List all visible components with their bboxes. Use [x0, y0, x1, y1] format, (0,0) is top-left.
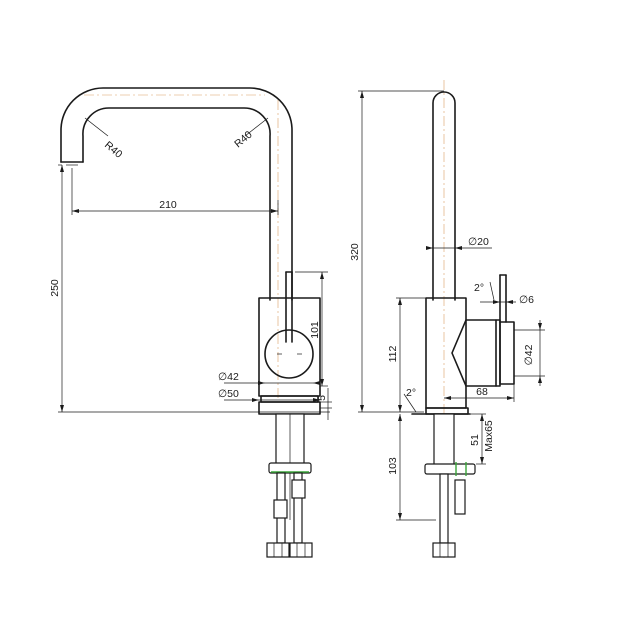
arrow — [398, 513, 402, 520]
side-base-plate — [425, 407, 469, 415]
side-hose-back — [454, 479, 466, 515]
arrow — [480, 457, 484, 464]
arrow — [507, 396, 514, 400]
arrow — [538, 376, 542, 383]
arrow — [493, 300, 500, 304]
handle-height-label: 101 — [309, 321, 321, 339]
side-lever-block — [451, 319, 501, 387]
deck-thickness-label: 51 — [469, 434, 481, 446]
arrow — [313, 398, 320, 402]
reach-label: 210 — [159, 199, 177, 211]
body — [258, 297, 321, 397]
arrow — [320, 379, 324, 386]
body-diameter-label: ∅42 — [523, 344, 535, 365]
arrow — [60, 405, 64, 412]
arrow — [426, 246, 433, 250]
spout-outer — [60, 87, 293, 301]
arrow — [398, 414, 402, 421]
arrow — [258, 381, 265, 385]
side-spout — [432, 91, 456, 301]
arrow — [271, 209, 278, 213]
spout-diameter-label: ∅20 — [468, 236, 489, 248]
hose-nut-left — [266, 542, 290, 558]
overall-height-label: 250 — [49, 279, 61, 297]
hose-crimp-right — [291, 479, 306, 499]
radius-right-label: R40 — [232, 129, 255, 151]
arrow — [360, 91, 364, 98]
arrow — [252, 398, 259, 402]
lever-diameter-label: ∅42 — [218, 371, 239, 383]
hose-nut-right — [289, 542, 313, 558]
side-view: ∅20 2° ∅6 ∅42 68 2° — [349, 80, 545, 560]
hose-crimp-left — [273, 499, 288, 519]
front-view: R40 R40 210 101 ∅42 — [49, 87, 332, 558]
arrow — [506, 300, 513, 304]
angle-mark — [403, 393, 417, 413]
arrow — [455, 246, 462, 250]
arrow — [320, 272, 324, 279]
base-flange — [260, 395, 319, 403]
base-angle-label: 2° — [406, 387, 416, 399]
lever-cartridge — [264, 329, 314, 379]
total-height-label: 320 — [349, 243, 361, 261]
side-shank — [433, 413, 455, 467]
radius-leader-right — [244, 117, 269, 137]
lever-angle-label: 2° — [474, 282, 484, 294]
lever-diameter-label: ∅6 — [519, 294, 534, 306]
arrow — [313, 381, 320, 385]
arrow — [360, 405, 364, 412]
radius-left-label: R40 — [102, 139, 125, 161]
side-hose-nut — [432, 542, 456, 558]
base-thickness-label: 5 — [316, 395, 328, 401]
side-body — [425, 297, 467, 409]
arrow — [398, 405, 402, 412]
shank-length-label: 103 — [387, 457, 399, 475]
mounting-nut — [268, 462, 312, 474]
side-hose — [439, 473, 449, 544]
angle-mark — [489, 281, 495, 301]
arrow — [72, 209, 79, 213]
depth-label: 68 — [476, 386, 488, 398]
lever-cap-face — [499, 321, 515, 385]
radius-leader-left — [84, 117, 109, 137]
side-mounting-nut — [424, 463, 476, 475]
arrow — [480, 414, 484, 421]
arrow — [444, 396, 451, 400]
arrow — [538, 323, 542, 330]
arrow — [398, 298, 402, 305]
deck-max-label: Max65 — [483, 420, 495, 452]
arrow — [60, 165, 64, 172]
spout-inner — [82, 107, 271, 301]
body-height-label: 112 — [387, 345, 399, 362]
base-diameter-label: ∅50 — [218, 388, 239, 400]
